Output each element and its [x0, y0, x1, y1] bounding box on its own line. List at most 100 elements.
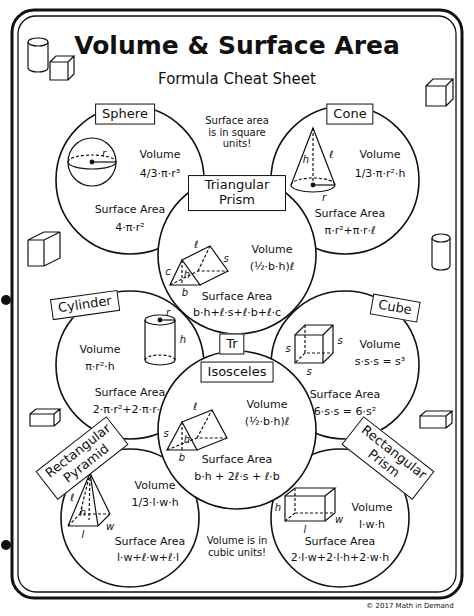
figure-edge: [170, 260, 200, 285]
formula-heading: Surface Area: [202, 454, 273, 467]
formula-text: 4·π·r²: [115, 222, 145, 235]
formula-heading: Surface Area: [305, 536, 376, 549]
dimension-letter: s: [163, 428, 168, 440]
shape-banner: Tr: [219, 334, 244, 355]
solid-figure: [295, 325, 333, 363]
formula-heading: Surface Area: [315, 208, 386, 221]
figure-edge: [182, 410, 227, 450]
formula-heading: Volume: [360, 339, 401, 352]
deco-cylinder-top: [28, 38, 48, 46]
solid-figure: [291, 128, 335, 192]
formula-heading: Surface Area: [310, 389, 381, 402]
center-dot: [90, 160, 94, 164]
text-holder: Volume: [247, 399, 288, 412]
figure-edge: [285, 488, 335, 521]
formula-text: s·s·s = s³: [355, 356, 406, 369]
note: Surface area is in square units!: [205, 115, 269, 150]
figure-edge: [181, 422, 182, 450]
formula-heading: Volume: [252, 244, 293, 257]
dimension-letter: w: [335, 514, 343, 526]
formula-text: 6·s·s = 6·s²: [314, 406, 376, 419]
formula-text: 4/3·π·r³: [140, 168, 180, 181]
formula-circle: TrIsoscelesVolume(½·b·h)ℓSurface Areab·h…: [157, 350, 317, 510]
formula-text: (½·b·h)ℓ: [245, 416, 290, 429]
copyright: © 2017 Math in Demand: [366, 602, 453, 610]
text-holder: 4·π·r²: [115, 222, 145, 235]
text-holder: π·r²+π·r·ℓ: [325, 225, 376, 238]
text-holder: Volume: [140, 149, 181, 162]
formula-text: l·w·h: [359, 519, 385, 532]
solid-figure: [167, 410, 227, 450]
formula-text: π·r²·h: [85, 361, 115, 374]
figure-edge: [285, 488, 335, 521]
note: Volume is in cubic units!: [205, 535, 269, 558]
figure-edge: [291, 128, 335, 185]
formula-circle: Triangular PrismVolume (½·b·h)ℓSurface Ar…: [157, 175, 317, 335]
label-holder: ℓ: [193, 401, 197, 413]
label-holder: r: [166, 307, 170, 319]
circle-shape: [158, 176, 316, 334]
formula-heading: Surface Area: [115, 536, 186, 549]
deco-cube: [426, 79, 453, 106]
text-holder: (½·b·h)ℓ: [250, 261, 295, 274]
dimension-letter: h: [184, 434, 190, 446]
dimension-letter: r: [322, 192, 326, 204]
formula-text: b·h + 2ℓ·s + ℓ·b: [194, 471, 280, 484]
formula-heading: Volume: [135, 480, 176, 493]
text-holder: Surface Area: [95, 204, 166, 217]
dimension-letter: l: [304, 524, 307, 536]
figure-edge: [167, 422, 197, 450]
dimension-letter: s: [223, 253, 228, 265]
deco-box: [420, 411, 452, 428]
deco-prism: [28, 232, 60, 266]
figure-edge: [182, 246, 228, 285]
dimension-letter: ℓ: [329, 149, 333, 161]
solid-figure: [145, 315, 175, 365]
label-holder: © 2017 Math in Demand: [366, 602, 453, 610]
text-holder: π·r²·h: [85, 361, 115, 374]
formula-heading: Surface Area: [95, 387, 166, 400]
formula-heading: Volume: [247, 399, 288, 412]
label-holder: h: [80, 507, 86, 519]
formula-heading: Volume: [360, 149, 401, 162]
label-holder: ℓ: [194, 239, 198, 251]
label-holder: Surface area is in square units!: [205, 115, 269, 150]
dimension-letter: l: [82, 529, 85, 541]
label-holder: s: [163, 428, 168, 440]
formula-text: 1/3·l·w·h: [131, 497, 178, 510]
subtitle: Formula Cheat Sheet: [158, 71, 316, 88]
text-holder: Volume: [352, 502, 393, 515]
text-holder: Volume: [135, 480, 176, 493]
figure-edge: [181, 260, 182, 285]
shape-banner: Sphere: [95, 104, 155, 125]
dimension-letter: c: [165, 266, 171, 278]
center-dot: [311, 183, 315, 187]
dimension-letter: h: [303, 154, 309, 166]
text-holder: 1/3·l·w·h: [131, 497, 178, 510]
label-holder: ℓ: [329, 149, 333, 161]
text-holder: 2·l·w+2·l·h+2·w·h: [291, 552, 389, 565]
text-holder: Volume: [80, 344, 121, 357]
text-holder: Surface Area: [202, 454, 273, 467]
dimension-letter: h: [80, 507, 86, 519]
solid-figure: [285, 488, 335, 521]
figure-edge: [145, 315, 175, 325]
circle-shape: [158, 351, 316, 509]
formula-text: 2·π·r²+2·π·r·h: [93, 404, 167, 417]
label-holder: w: [106, 521, 114, 533]
shape-banner: Triangular Prism: [188, 175, 286, 211]
text-holder: b·h+ℓ·s+ℓ·b+ℓ·c: [193, 307, 281, 320]
figure-outline: [68, 138, 116, 186]
figure-edge: [145, 320, 175, 360]
formula-heading: Surface Area: [202, 291, 273, 304]
text-holder: Volume: [360, 339, 401, 352]
label-holder: b: [182, 287, 188, 299]
text-holder: Cone: [326, 104, 373, 125]
dimension-letter: r: [166, 307, 170, 319]
label-holder: w: [335, 514, 343, 526]
text-holder: Surface Area: [310, 389, 381, 402]
page-title: Volume & Surface Area: [74, 32, 400, 61]
dimension-letter: h: [184, 269, 190, 281]
dimension-letter: h: [275, 502, 281, 514]
